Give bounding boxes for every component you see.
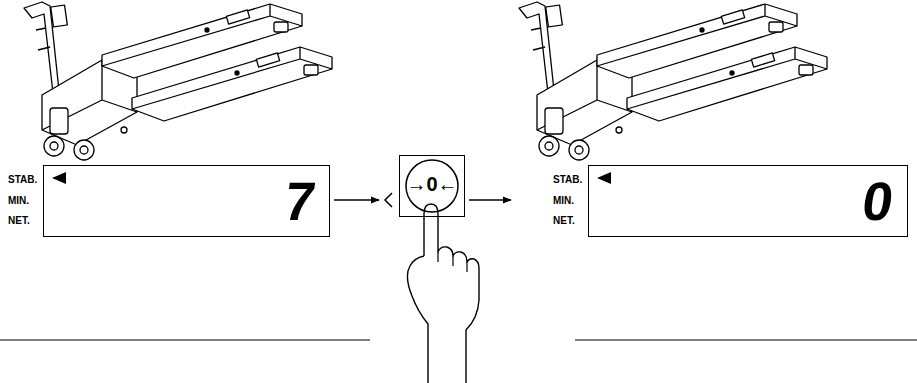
zero-button: →0← — [399, 155, 465, 217]
display-reading: 7 — [281, 174, 319, 228]
indicator-label: NET. — [553, 215, 582, 227]
bracket — [385, 193, 392, 207]
lcd-panel: 0 — [588, 165, 908, 237]
indicator-label: STAB. — [553, 174, 582, 186]
indicator-label: STAB. — [8, 174, 37, 186]
lcd-display: STAB. MIN. NET. 0 — [553, 165, 908, 237]
lcd-panel: 7 — [43, 165, 330, 237]
stable-indicator — [597, 172, 611, 184]
pressing-hand — [407, 204, 479, 383]
lcd-display: STAB. MIN. NET. 7 — [8, 165, 330, 237]
rule-line — [0, 340, 370, 341]
stable-indicator — [52, 172, 66, 184]
pallet-truck — [519, 2, 827, 160]
indicator-labels: STAB. MIN. NET. — [553, 165, 588, 237]
indicator-label: MIN. — [8, 195, 37, 207]
flow-arrow — [469, 199, 511, 201]
indicator-labels: STAB. MIN. NET. — [8, 165, 43, 237]
pallet-truck — [24, 2, 332, 160]
indicator-label: NET. — [8, 215, 37, 227]
button-symbol: →0← — [406, 173, 457, 196]
flow-arrow — [334, 199, 379, 201]
display-reading: 0 — [859, 174, 897, 228]
indicator-label: MIN. — [553, 195, 582, 207]
rule-line — [575, 340, 917, 341]
